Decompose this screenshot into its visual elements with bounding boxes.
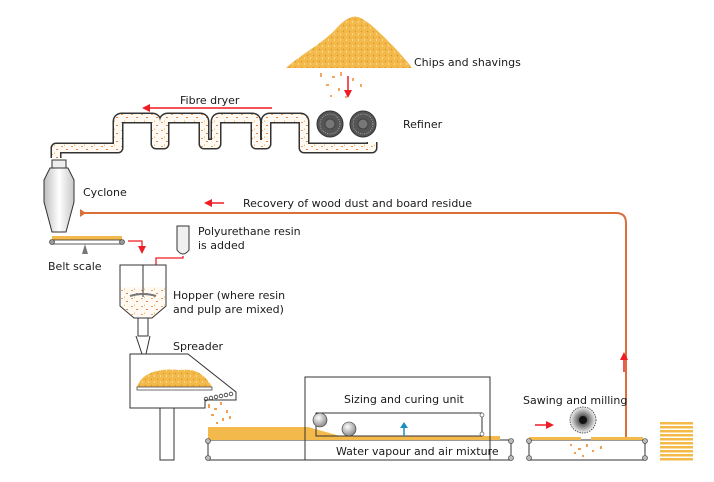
sizing-curing-unit xyxy=(304,376,491,461)
recovery-line xyxy=(80,212,627,446)
falling-chips xyxy=(320,72,362,98)
label-cyclone: Cyclone xyxy=(83,186,127,199)
finished-boards xyxy=(660,422,693,462)
saw-blade xyxy=(569,406,597,434)
label-resin-line2: is added xyxy=(198,239,245,252)
label-resin-line1: Polyurethane resin xyxy=(198,225,301,238)
resin-tube xyxy=(176,225,190,255)
label-refiner: Refiner xyxy=(403,118,443,131)
label-sizing-curing: Sizing and curing unit xyxy=(344,393,465,406)
label-hopper-line2: and pulp are mixed) xyxy=(173,303,284,316)
hopper xyxy=(119,264,167,337)
label-hopper-line1: Hopper (where resin xyxy=(173,289,285,302)
chips-pile xyxy=(286,16,412,68)
cyclone xyxy=(43,159,75,233)
recovery-arrowhead xyxy=(80,209,86,217)
label-chips: Chips and shavings xyxy=(414,56,521,69)
label-fibre-dryer: Fibre dryer xyxy=(180,94,240,107)
sawing-conveyor xyxy=(526,437,648,461)
label-belt-scale: Belt scale xyxy=(48,260,102,273)
fibre-dryer-duct xyxy=(50,112,378,158)
label-recovery: Recovery of wood dust and board residue xyxy=(243,197,472,210)
forming-conveyor xyxy=(205,427,514,461)
belt-scale xyxy=(49,236,125,254)
label-spreader: Spreader xyxy=(173,340,224,353)
spreader xyxy=(129,335,237,461)
scale-to-hopper-arrow xyxy=(128,240,146,254)
refiner-disc-right xyxy=(349,110,377,138)
refiner-disc-left xyxy=(316,110,344,138)
label-sawing: Sawing and milling xyxy=(523,394,627,407)
resin-arrow xyxy=(152,256,184,274)
label-water-vapour: Water vapour and air mixture xyxy=(336,445,499,458)
